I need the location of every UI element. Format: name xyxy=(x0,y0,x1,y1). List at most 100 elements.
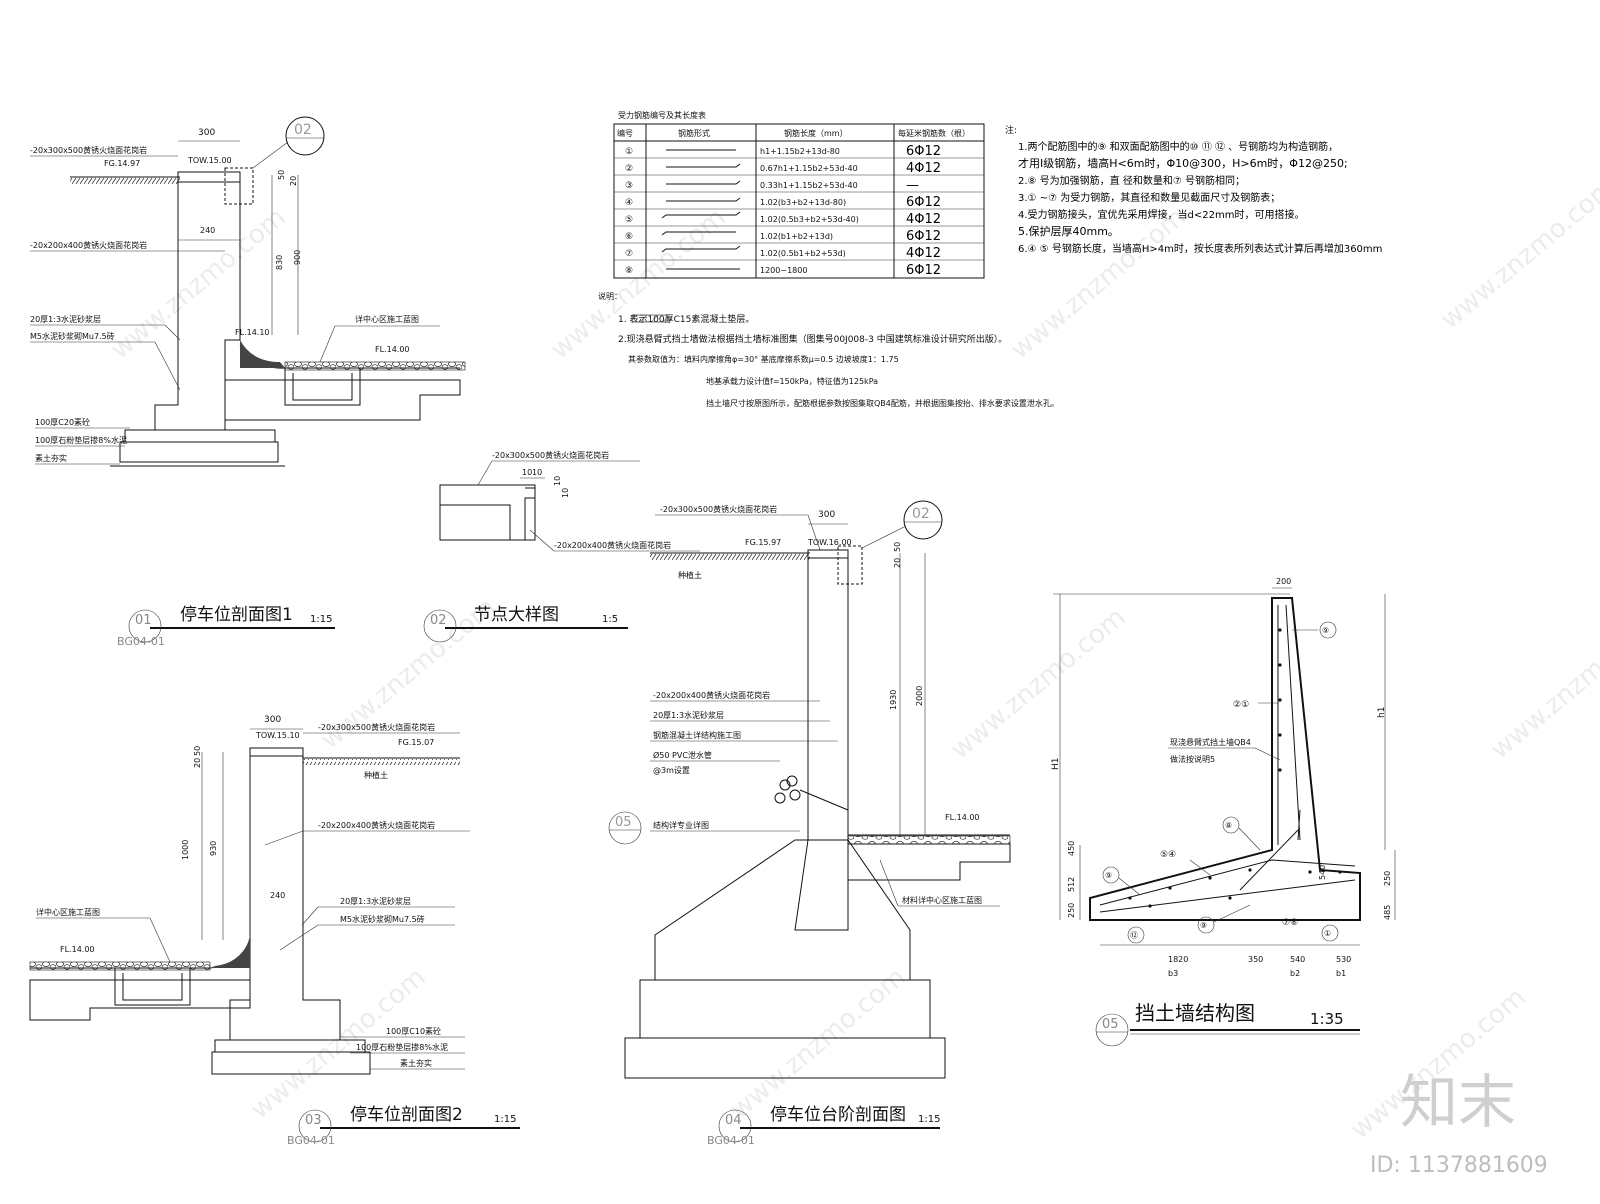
annotation: 现浇悬臂式挡土墙QB4 xyxy=(1170,737,1251,747)
drawing-scale: 1:15 xyxy=(918,1114,940,1125)
drawing-ref: BG04-01 xyxy=(287,1134,335,1147)
detail-marker: 05 xyxy=(615,815,632,830)
dim-label: 540 xyxy=(1318,865,1327,880)
dim-label: 1820 xyxy=(1168,955,1188,964)
callout-number: 02 xyxy=(294,122,312,138)
dim-label: 50 xyxy=(277,170,286,180)
dim-label: 1930 xyxy=(889,690,898,710)
dim-label: 1000 xyxy=(181,840,190,860)
drawing-title: 挡土墙结构图 xyxy=(1135,1001,1255,1025)
dim-label: 450 xyxy=(1067,841,1076,856)
table-header: 编号 xyxy=(617,128,633,138)
note-line: 2.现浇悬臂式挡土墙做法根据挡土墙标准图集（图集号00J008-3 中国建筑标准… xyxy=(618,333,1007,345)
annotation: 素土夯实 xyxy=(35,453,67,463)
dim-label: 250 xyxy=(1067,903,1076,918)
table-cell: 6Φ12 xyxy=(906,263,941,278)
table-cell: 4Φ12 xyxy=(906,161,941,176)
weep-pipe xyxy=(774,775,849,811)
annotation: 20厚1:3水泥砂浆层 xyxy=(340,896,411,906)
table-cell: 4Φ12 xyxy=(906,246,941,261)
dim-label: 512 xyxy=(1067,877,1076,892)
annotation: TOW.15.10 xyxy=(255,731,300,740)
bar-label: ⑫ xyxy=(1130,931,1138,940)
annotation: 详中心区施工蓝图 xyxy=(36,907,100,917)
table-cell: ④ xyxy=(625,198,633,208)
dim-label: 240 xyxy=(270,891,285,900)
annotation: -20x300x500黄锈火烧面花岗岩 xyxy=(660,504,777,514)
rebar-table: 受力钢筋编号及其长度表 编号 钢筋形式 钢筋长度（mm） 每延米钢筋数（根） ①… xyxy=(613,110,985,279)
annotation: 100厚石粉垫层掺8%水泥 xyxy=(35,435,127,445)
watermark-text: www.znzmo.com xyxy=(1435,172,1600,335)
watermark-text: www.znzmo.com xyxy=(1485,602,1600,765)
table-cell: 1.02(0.5b3+b2+53d-40) xyxy=(760,215,859,224)
dim-label: 10 xyxy=(553,476,562,486)
table-cell: 1.02(0.5b1+b2+53d) xyxy=(760,249,846,258)
drawing-02: -20x300x500黄锈火烧面花岗岩 -20x200x400黄锈火烧面花岗岩 … xyxy=(423,450,700,643)
note-line: 6.④ ⑤ 号钢筋长度，当墙高H>4m时，按长度表所列表达式计算后再增加360m… xyxy=(1018,242,1382,255)
annotation: 100厚石粉垫层掺8%水泥 xyxy=(356,1042,448,1052)
annotation: M5水泥砂浆砌Mu7.5砖 xyxy=(30,331,115,341)
drawing-scale: 1:15 xyxy=(310,614,332,625)
annotation: 结构详专业详图 xyxy=(653,820,709,830)
table-cell: 0.33h1+1.15b2+53d-40 xyxy=(760,181,858,190)
dim-label: 250 xyxy=(1383,871,1392,886)
rebar-shapes xyxy=(661,149,741,270)
table-cell: — xyxy=(906,178,919,193)
watermark-text: www.znzmo.com xyxy=(945,602,1131,765)
table-cell: ⑥ xyxy=(625,232,633,242)
bar-label: ⑨ xyxy=(1322,626,1329,635)
annotation: FG.15.97 xyxy=(745,538,781,547)
annotation: @3m设置 xyxy=(653,765,690,775)
table-cell: ② xyxy=(625,164,633,174)
note-line: 3.① ~⑦ 为受力钢筋，其直径和数量见截面尺寸及钢筋表； xyxy=(1018,191,1280,204)
dim-label: 485 xyxy=(1383,905,1392,920)
annotation: M5水泥砂浆砌Mu7.5砖 xyxy=(340,914,425,924)
table-cell: ⑦ xyxy=(625,249,633,259)
bar-label: ⑨ xyxy=(1105,871,1112,880)
bar-label: ⑧ xyxy=(1225,821,1232,830)
drawing-05: 200 450 512 250 540 250 485 1820 350 540… xyxy=(1051,577,1396,1047)
annotation: FG.14.97 xyxy=(104,159,140,168)
annotation: FL.14.10 xyxy=(235,328,270,337)
drawing-number: 03 xyxy=(305,1113,322,1128)
table-header: 每延米钢筋数（根） xyxy=(898,128,970,138)
drawing-title: 停车位剖面图1 xyxy=(180,605,293,625)
annotation: h1 xyxy=(1377,707,1387,718)
drawing-scale: 1:5 xyxy=(602,614,618,625)
bar-label: ⑨ xyxy=(1200,921,1207,930)
bar-callouts: ⑨ ②① ⑧ ⑤④ ⑨ ⑫ ⑨ ⑦⑥ ① xyxy=(1102,621,1339,944)
watermark-text: www.znzmo.com xyxy=(725,962,911,1125)
note-line: 挡土墙尺寸按原图所示，配筋根据参数按图集取QB4配筋，并根据图集按抬、排水要求设… xyxy=(706,398,1059,408)
note-line: 其参数取值为：填料内摩擦角φ=30° 基底摩擦系数μ=0.5 边坡坡度1：1.7… xyxy=(628,354,899,364)
drawing-number: 01 xyxy=(135,613,152,628)
note-line: 2.⑧ 号为加强钢筋，直 径和数量和⑦ 号钢筋相同； xyxy=(1018,174,1245,187)
watermark-id: ID: 1137881609 xyxy=(1370,1153,1548,1178)
watermark-text: www.znzmo.com xyxy=(105,202,291,365)
drawing-01: 02 300 240 50 20 830 900 -20x300x500黄锈火烧… xyxy=(30,116,466,648)
annotation: -20x300x500黄锈火烧面花岗岩 xyxy=(318,722,435,732)
annotation: 100厚C10素砼 xyxy=(386,1026,441,1036)
table-caption: 受力钢筋编号及其长度表 xyxy=(618,110,706,120)
dim-label: 350 xyxy=(1248,955,1263,964)
dim-label: 20 xyxy=(893,558,902,568)
table-cell: h1+1.15b2+13d-80 xyxy=(760,147,840,156)
dim-label: 930 xyxy=(209,841,218,856)
table-cell: 0.67h1+1.15b2+53d-40 xyxy=(760,164,858,173)
annotation: -20x300x500黄锈火烧面花岗岩 xyxy=(492,450,609,460)
table-cell: ③ xyxy=(625,181,633,191)
table-cell: 6Φ12 xyxy=(906,229,941,244)
annotation: TOW.16.00 xyxy=(807,538,852,547)
notes-title: 注: xyxy=(1005,124,1017,136)
annotation: 做法按说明5 xyxy=(1170,754,1215,764)
dim-label: 20 xyxy=(289,176,298,186)
drawing-ref: BG04-01 xyxy=(117,635,165,648)
table-header: 钢筋形式 xyxy=(678,128,710,138)
table-cell: 1200~1800 xyxy=(760,266,807,275)
drawing-03: 300 20 50 1000 930 240 TOW.15.10 -20x300… xyxy=(29,715,520,1147)
note-line: 5.保护层厚40mm。 xyxy=(1018,224,1119,238)
annotation: Ø50 PVC泄水管 xyxy=(653,750,712,760)
annotation: -20x200x400黄锈火烧面花岗岩 xyxy=(554,540,671,550)
dim-label: 20 xyxy=(193,758,202,768)
note-line: 4.受力钢筋接头，宜优先采用焊接，当d<22mm时，可用搭接。 xyxy=(1018,208,1304,221)
